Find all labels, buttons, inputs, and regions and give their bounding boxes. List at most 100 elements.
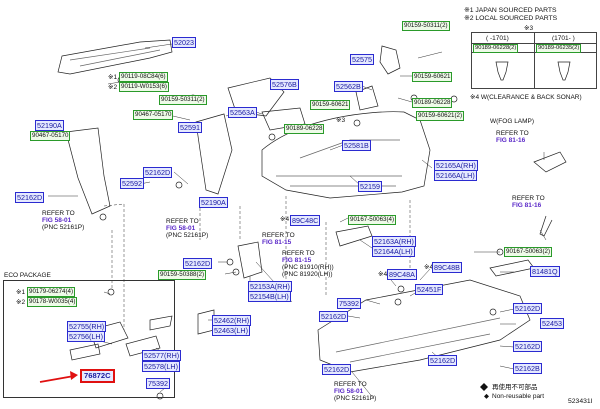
ref-left-pnc: (PNC 52161P) (42, 224, 85, 231)
part-90159-50388[interactable]: 90159-50388(2) (158, 270, 207, 280)
ref-mid-pnc: (PNC 52161P) (166, 232, 209, 239)
mark-l1: ※2 (108, 84, 118, 91)
part-52563a[interactable]: 52563A (228, 107, 257, 118)
part-52576b[interactable]: 52576B (270, 79, 299, 90)
ref-fog-1-fig[interactable]: FIG 81-16 (496, 137, 526, 144)
part-52162d-b[interactable]: 52162D (15, 192, 45, 203)
part-52162d-f[interactable]: 52162D (513, 341, 543, 352)
mark-j2: ※1 (16, 289, 26, 296)
part-52162d-d[interactable]: 52162D (319, 311, 349, 322)
part-90167-50063-b[interactable]: 90167-50063(2) (504, 247, 553, 257)
eco-package-label: ECO PACKAGE (4, 272, 51, 279)
side-bracket-52591-shape (195, 113, 233, 195)
note-fog-lamp: W(FOG LAMP) (490, 118, 535, 125)
table-col1-header: ( -1701) (486, 35, 509, 42)
ref-mid-l1: REFER TO (166, 218, 199, 225)
note-japan-sourced: ※1 JAPAN SOURCED PARTS (464, 7, 557, 14)
ref-815-a-l1: REFER TO (262, 232, 295, 239)
part-52575[interactable]: 52575 (350, 54, 374, 65)
part-75392-eco[interactable]: 75392 (146, 378, 170, 389)
side-bracket-left-shape (65, 127, 111, 215)
part-52577[interactable]: 52577(RH) (142, 350, 182, 361)
part-90159-60621-b[interactable]: 90159-60621 (310, 100, 351, 110)
legend-non-reusable: Non-reusable part (492, 393, 545, 400)
part-90179-06274[interactable]: 90179-06274(4) (27, 287, 76, 297)
part-76872c-highlighted[interactable]: 76872C (80, 369, 115, 383)
part-90167-50063-a[interactable]: 90167-50063(4) (348, 215, 397, 225)
ref-fog-2-fig[interactable]: FIG 81-16 (512, 202, 542, 209)
clip-variant-table: ( -1701) (1701- ) 90189-06228(2) 90189-0… (471, 32, 597, 89)
bumper-reinforcement-shape (57, 39, 173, 75)
legend-reuse-jp: 再使用不可部品 (492, 384, 538, 391)
part-90178-w0035[interactable]: 90178-W0035(4) (27, 297, 78, 307)
part-52162d-a[interactable]: 52162D (143, 167, 173, 178)
part-52592[interactable]: 52592 (120, 178, 144, 189)
part-52162d-h[interactable]: 52162D (322, 364, 352, 375)
note-local-sourced: ※2 LOCAL SOURCED PARTS (464, 15, 558, 22)
ref-fog-1-l1: REFER TO (496, 130, 529, 137)
part-90159-60621-a[interactable]: 90159-60621 (412, 72, 453, 82)
part-52453[interactable]: 52453 (540, 318, 564, 329)
eco-package-frame (3, 280, 175, 398)
part-52162d-e[interactable]: 52162D (513, 303, 543, 314)
part-90159-50311-b[interactable]: 90159-50311(2) (159, 95, 207, 105)
ref-815-b-pnc-lh: (PNC 81920(LH)) (282, 271, 333, 278)
mark-3a: ※3 (336, 117, 346, 124)
part-52190a-top[interactable]: 52190A (35, 120, 64, 131)
bracket-52575-shape (379, 45, 401, 75)
part-90119-w0153[interactable]: 90119-W0153(6) (119, 82, 169, 92)
part-52159[interactable]: 52159 (358, 181, 382, 192)
part-90189-06228-a[interactable]: 90189-06228 (412, 98, 453, 108)
table-col2-header: (1701- ) (552, 35, 575, 42)
part-52154b[interactable]: 52154B(LH) (248, 291, 291, 302)
ref-bottom-l1: REFER TO (334, 381, 367, 388)
part-75392-right[interactable]: 75392 (337, 298, 361, 309)
part-90189-06228-b[interactable]: 90189-06228 (284, 124, 325, 134)
part-90159-50311-a[interactable]: 90159-50311(2) (402, 21, 450, 31)
mark-4b: ※4 (378, 271, 388, 278)
part-89c48b[interactable]: 89C48B (432, 262, 462, 273)
part-52162d-g[interactable]: 52162D (428, 355, 458, 366)
part-52463[interactable]: 52463(LH) (212, 325, 250, 336)
diagram-id: 523431I (568, 398, 593, 405)
part-52162d-c[interactable]: 52162D (183, 258, 213, 269)
eco-bracket-shape (89, 321, 129, 349)
mark-4c: ※4 (424, 264, 434, 271)
table-part-2[interactable]: 90189-06235(2) (536, 44, 582, 53)
part-90467-05170-b[interactable]: 90467-05170 (133, 110, 174, 120)
fog-lamp-bracket-shape (489, 259, 535, 277)
table-part-1[interactable]: 90189-06228(2) (473, 44, 519, 53)
ref-bottom-pnc: (PNC 52161P) (334, 395, 377, 402)
part-90467-05170-a[interactable]: 90467-05170 (30, 131, 71, 141)
part-52756[interactable]: 52756(LH) (67, 331, 105, 342)
part-52166a[interactable]: 52166A(LH) (434, 170, 477, 181)
part-52023[interactable]: 52023 (172, 37, 196, 48)
ref-815-b-fig[interactable]: FIG 81-15 (282, 257, 312, 264)
part-52581b[interactable]: 52581B (342, 140, 371, 151)
ref-815-b-pnc-rh: (PNC 81910(RH)) (282, 264, 334, 271)
mark-j1: ※1 (108, 74, 118, 81)
note-3-label: ※3 (524, 25, 534, 32)
part-52164a[interactable]: 52164A(LH) (372, 246, 415, 257)
part-89c48a[interactable]: 89C48A (387, 269, 417, 280)
fog-lamp-shape (533, 151, 567, 173)
part-52162b[interactable]: 52162B (513, 363, 542, 374)
retainer-clip-icon (557, 61, 571, 81)
part-52190a-mid[interactable]: 52190A (199, 197, 228, 208)
part-52578[interactable]: 52578(LH) (142, 361, 180, 372)
ref-bottom-fig[interactable]: FIG 58-01 (334, 388, 364, 395)
part-52562b[interactable]: 52562B (334, 81, 363, 92)
part-89c48c[interactable]: 89C48C (290, 215, 321, 226)
ref-left-fig[interactable]: FIG 58-01 (42, 217, 72, 224)
part-81481q[interactable]: 81481Q (530, 266, 560, 277)
part-52451f[interactable]: 52451F (415, 284, 444, 295)
part-52591[interactable]: 52591 (178, 122, 202, 133)
part-90119-08c84[interactable]: 90119-08C84(6) (119, 72, 168, 82)
mark-l2: ※2 (16, 299, 26, 306)
part-90159-60621-c[interactable]: 90159-60621(2) (416, 111, 465, 121)
legend-bullet: ◆ (484, 393, 489, 400)
ref-mid-fig[interactable]: FIG 58-01 (166, 225, 196, 232)
retainer-clip-icon (495, 61, 509, 81)
ref-815-a-fig[interactable]: FIG 81-15 (262, 239, 292, 246)
ref-815-b-l1: REFER TO (282, 250, 315, 257)
